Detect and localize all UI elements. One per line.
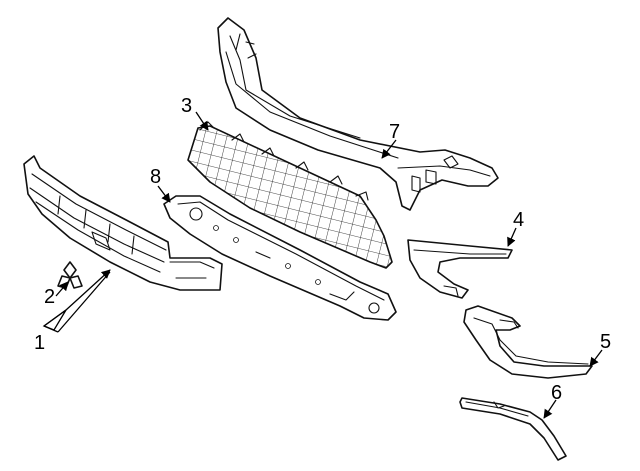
callout-3: 3 bbox=[181, 95, 192, 117]
callout-labels: 1 2 3 4 5 6 7 8 bbox=[34, 95, 611, 404]
part-1-grille bbox=[23, 155, 223, 291]
leader-3 bbox=[195, 111, 209, 131]
part-8-lower-cover bbox=[163, 195, 397, 321]
leader-6 bbox=[543, 399, 557, 419]
leader-5 bbox=[589, 349, 603, 367]
part-7-upper-reinforcement bbox=[217, 17, 499, 211]
callout-8: 8 bbox=[150, 166, 161, 188]
part-5-corner-trim bbox=[463, 305, 593, 379]
callout-7: 7 bbox=[389, 121, 400, 143]
callout-1: 1 bbox=[34, 332, 45, 354]
leader-1-arm bbox=[43, 325, 59, 333]
part-6-trim-strip bbox=[459, 397, 567, 461]
callout-6: 6 bbox=[551, 382, 562, 404]
leader-1-to-grille bbox=[65, 269, 111, 311]
leader-4 bbox=[507, 227, 517, 247]
part-2-emblem bbox=[57, 261, 83, 289]
callout-5: 5 bbox=[600, 331, 611, 353]
callout-4: 4 bbox=[513, 209, 524, 231]
callout-2: 2 bbox=[44, 286, 55, 308]
leader-7 bbox=[381, 139, 397, 159]
part-4-side-bracket bbox=[407, 239, 513, 299]
callout-leaders bbox=[42, 111, 603, 419]
leader-1-base bbox=[43, 309, 67, 327]
leader-2 bbox=[55, 281, 69, 297]
leader-8 bbox=[157, 185, 171, 203]
leader-1-arm2 bbox=[57, 271, 111, 333]
